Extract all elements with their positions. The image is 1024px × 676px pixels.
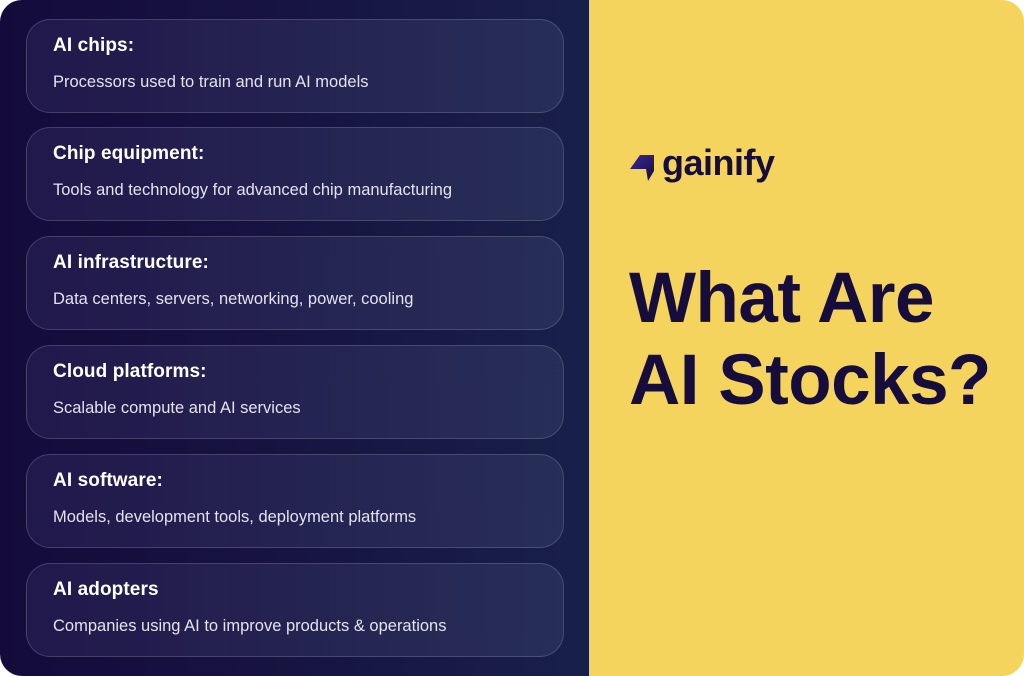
category-card-ai-adopters: AI adopters Companies using AI to improv… (26, 563, 564, 657)
category-title: Cloud platforms: (53, 361, 207, 382)
category-card-ai-software: AI software: Models, development tools, … (26, 454, 564, 548)
category-description: Data centers, servers, networking, power… (53, 290, 414, 308)
title-panel: gainify What Are AI Stocks? (589, 0, 1024, 676)
category-title: AI adopters (53, 579, 159, 600)
category-card-ai-infrastructure: AI infrastructure: Data centers, servers… (26, 236, 564, 330)
category-description: Processors used to train and run AI mode… (53, 73, 369, 91)
headline-line-2: AI Stocks? (629, 341, 991, 420)
brand-logo: gainify (629, 145, 775, 182)
category-description: Models, development tools, deployment pl… (53, 508, 417, 526)
headline-line-1: What Are (629, 259, 934, 338)
category-card-ai-chips: AI chips: Processors used to train and r… (26, 19, 564, 113)
category-description: Companies using AI to improve products &… (53, 617, 447, 635)
categories-panel: AI chips: Processors used to train and r… (0, 0, 589, 676)
category-description: Scalable compute and AI services (53, 399, 301, 417)
category-card-cloud-platforms: Cloud platforms: Scalable compute and AI… (26, 345, 564, 439)
category-card-chip-equipment: Chip equipment: Tools and technology for… (26, 127, 564, 221)
category-title: AI chips: (53, 35, 135, 56)
category-description: Tools and technology for advanced chip m… (53, 181, 453, 199)
page-title: What Are AI Stocks? (629, 258, 991, 422)
gainify-arrow-logo-icon (630, 155, 654, 181)
category-title: AI software: (53, 470, 163, 491)
category-title: AI infrastructure: (53, 252, 209, 273)
category-title: Chip equipment: (53, 143, 205, 164)
brand-name: gainify (662, 142, 775, 183)
